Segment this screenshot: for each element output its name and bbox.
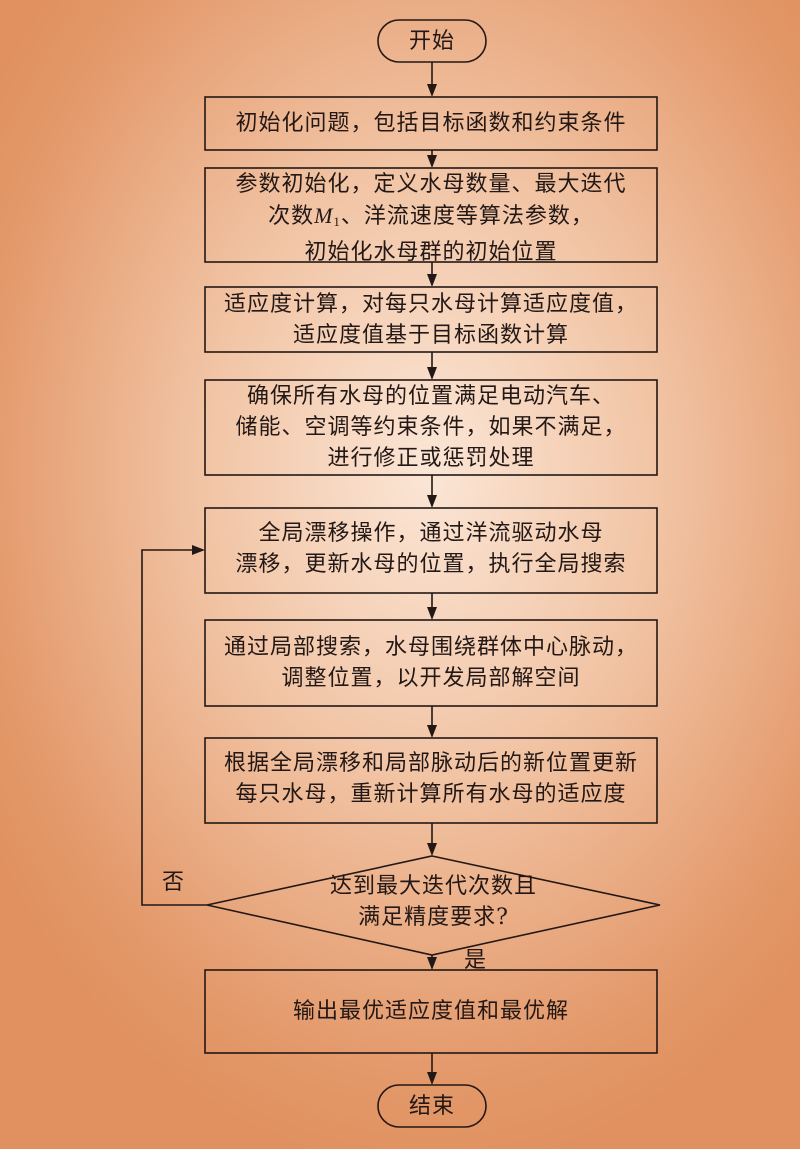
step-8-text: 输出最优适应度值和最优解: [205, 996, 657, 1027]
step-box-8: [204, 969, 658, 1054]
yes-label: 是: [464, 948, 487, 973]
step-box-4: [204, 379, 658, 476]
step-8-line: 输出最优适应度值和最优解: [292, 999, 569, 1024]
step-2-line: 初始化水母群的初始位置: [304, 240, 558, 265]
decision-text: 达到最大迭代次数且 满足精度要求?: [207, 871, 660, 933]
step-6-line: 通过局部搜索，水母围绕群体中心脉动，: [223, 635, 638, 660]
decision-line: 满足精度要求?: [358, 905, 509, 930]
end-label: 结束: [408, 1094, 455, 1119]
loop-back-line: [141, 549, 207, 906]
step-1-text: 初始化问题，包括目标函数和约束条件: [205, 108, 657, 139]
step-3-text: 适应度计算，对每只水母计算适应度值， 适应度值基于目标函数计算: [205, 289, 657, 351]
step-1-line: 初始化问题，包括目标函数和约束条件: [235, 111, 627, 136]
subscript: 1: [333, 214, 341, 229]
step-2-line: 次数M1、洋流速度等算法参数，: [205, 200, 657, 237]
step-7-text: 根据全局漂移和局部脉动后的新位置更新 每只水母，重新计算所有水母的适应度: [205, 748, 657, 810]
step-6-line: 调整位置，以开发局部解空间: [281, 666, 581, 691]
step-box-2: [204, 167, 658, 263]
step-4-line: 进行修正或惩罚处理: [327, 446, 535, 471]
step-4-line: 确保所有水母的位置满足电动汽车、: [246, 384, 615, 409]
step-3-line: 适应度计算，对每只水母计算适应度值，: [223, 292, 638, 317]
step-box-7: [204, 737, 658, 824]
step-box-3: [204, 286, 658, 353]
step-5-text: 全局漂移操作，通过洋流驱动水母 漂移，更新水母的位置，执行全局搜索: [205, 518, 657, 580]
step-5-line: 漂移，更新水母的位置，执行全局搜索: [235, 552, 627, 577]
step-box-5: [204, 507, 658, 594]
step-6-text: 通过局部搜索，水母围绕群体中心脉动， 调整位置，以开发局部解空间: [205, 632, 657, 694]
text: 次数: [268, 204, 315, 229]
step-4-text: 确保所有水母的位置满足电动汽车、 储能、空调等约束条件，如果不满足， 进行修正或…: [205, 381, 657, 474]
arrows: [192, 62, 437, 1085]
step-box-6: [204, 619, 658, 707]
variable-m: M: [314, 203, 334, 228]
step-box-1: [204, 96, 658, 151]
step-5-line: 全局漂移操作，通过洋流驱动水母: [258, 521, 604, 546]
text: 、洋流速度等算法参数，: [340, 204, 594, 229]
step-7-line: 每只水母，重新计算所有水母的适应度: [235, 782, 627, 807]
no-label: 否: [162, 870, 185, 895]
step-7-line: 根据全局漂移和局部脉动后的新位置更新: [223, 751, 638, 776]
step-2-text: 参数初始化，定义水母数量、最大迭代 次数M1、洋流速度等算法参数， 初始化水母群…: [205, 169, 657, 268]
start-label: 开始: [408, 29, 455, 54]
step-4-line: 储能、空调等约束条件，如果不满足，: [235, 415, 627, 440]
step-3-line: 适应度值基于目标函数计算: [292, 323, 569, 348]
decision-line: 达到最大迭代次数且: [329, 874, 537, 899]
step-2-line: 参数初始化，定义水母数量、最大迭代: [235, 172, 627, 197]
